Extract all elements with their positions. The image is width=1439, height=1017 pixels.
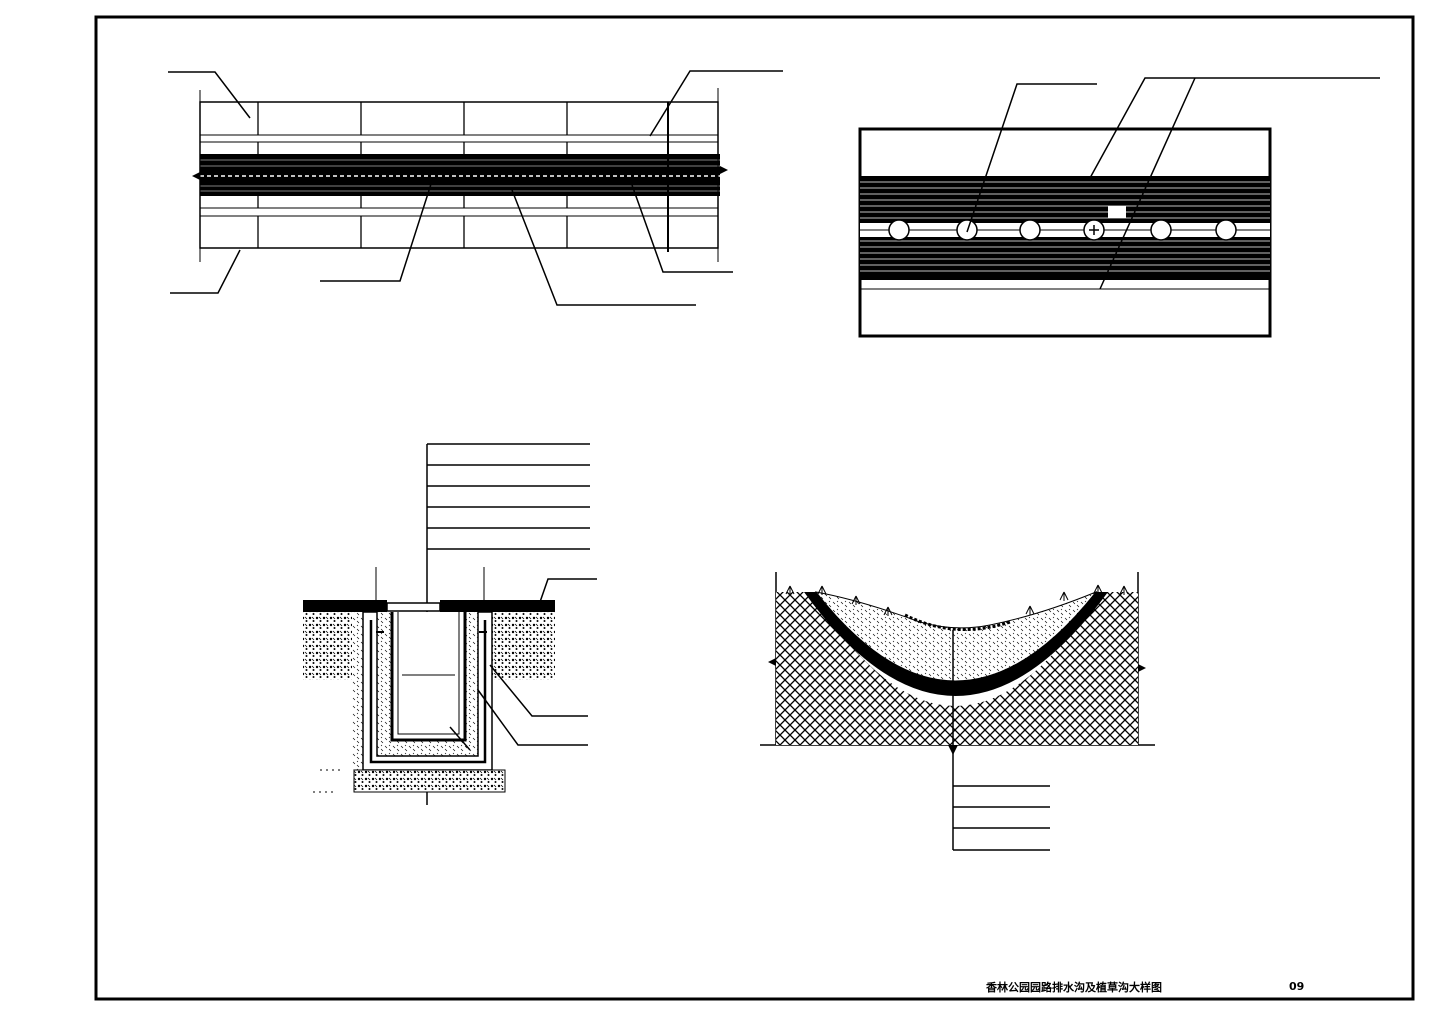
drain-plan-view <box>168 70 783 306</box>
swale-section <box>760 572 1155 851</box>
drain-section <box>303 443 597 805</box>
sheet-border <box>94 15 1415 1001</box>
sheet-number: 09 <box>1289 980 1304 993</box>
grate-detail <box>858 77 1380 338</box>
drawing-title: 香林公园园路排水沟及植草沟大样图 <box>985 980 1162 994</box>
